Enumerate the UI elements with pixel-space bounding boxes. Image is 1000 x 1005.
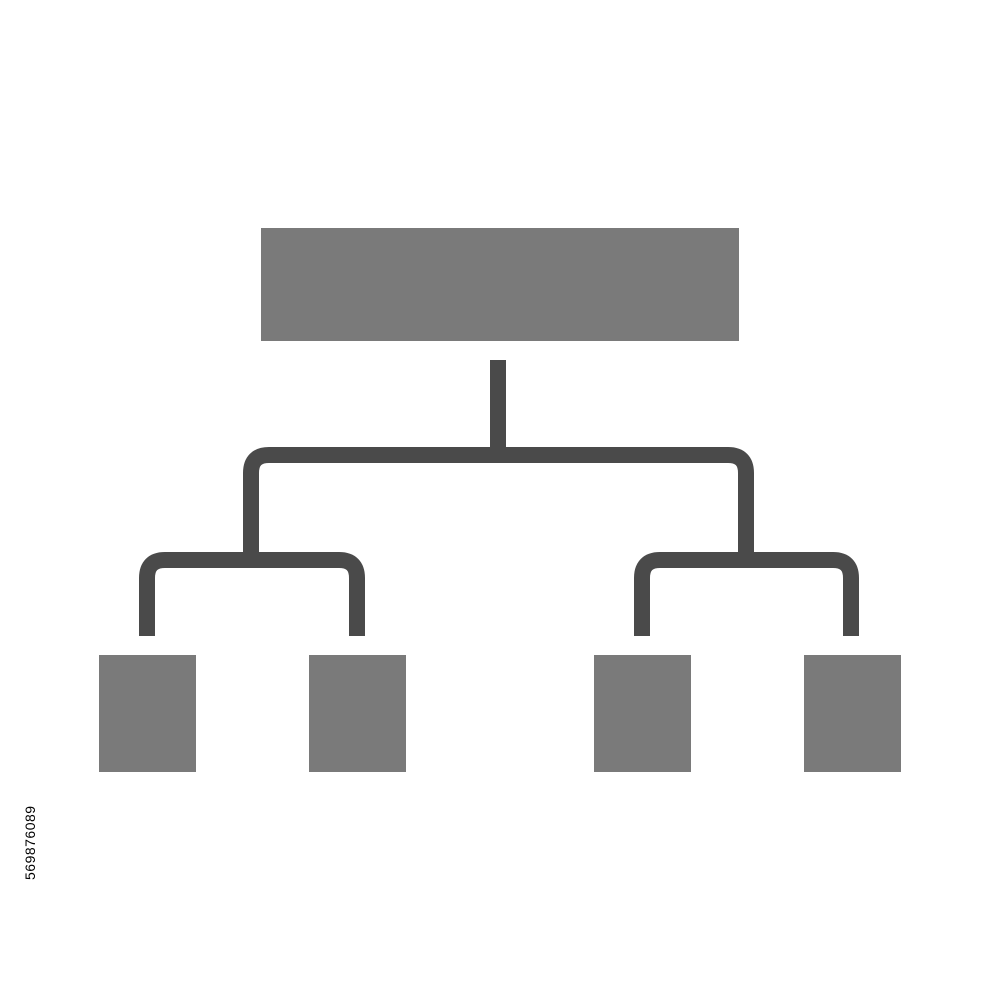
leaf-node-2 [309,655,406,772]
level1-connector [243,447,754,553]
leaf-node-4 [804,655,901,772]
root-node [261,228,739,341]
connectors [139,360,859,636]
leaf-node-3 [594,655,691,772]
leaf-node-1 [99,655,196,772]
stock-id-label: 569876089 [22,805,38,880]
right-branch-connector [634,552,859,636]
left-branch-connector [139,552,365,636]
